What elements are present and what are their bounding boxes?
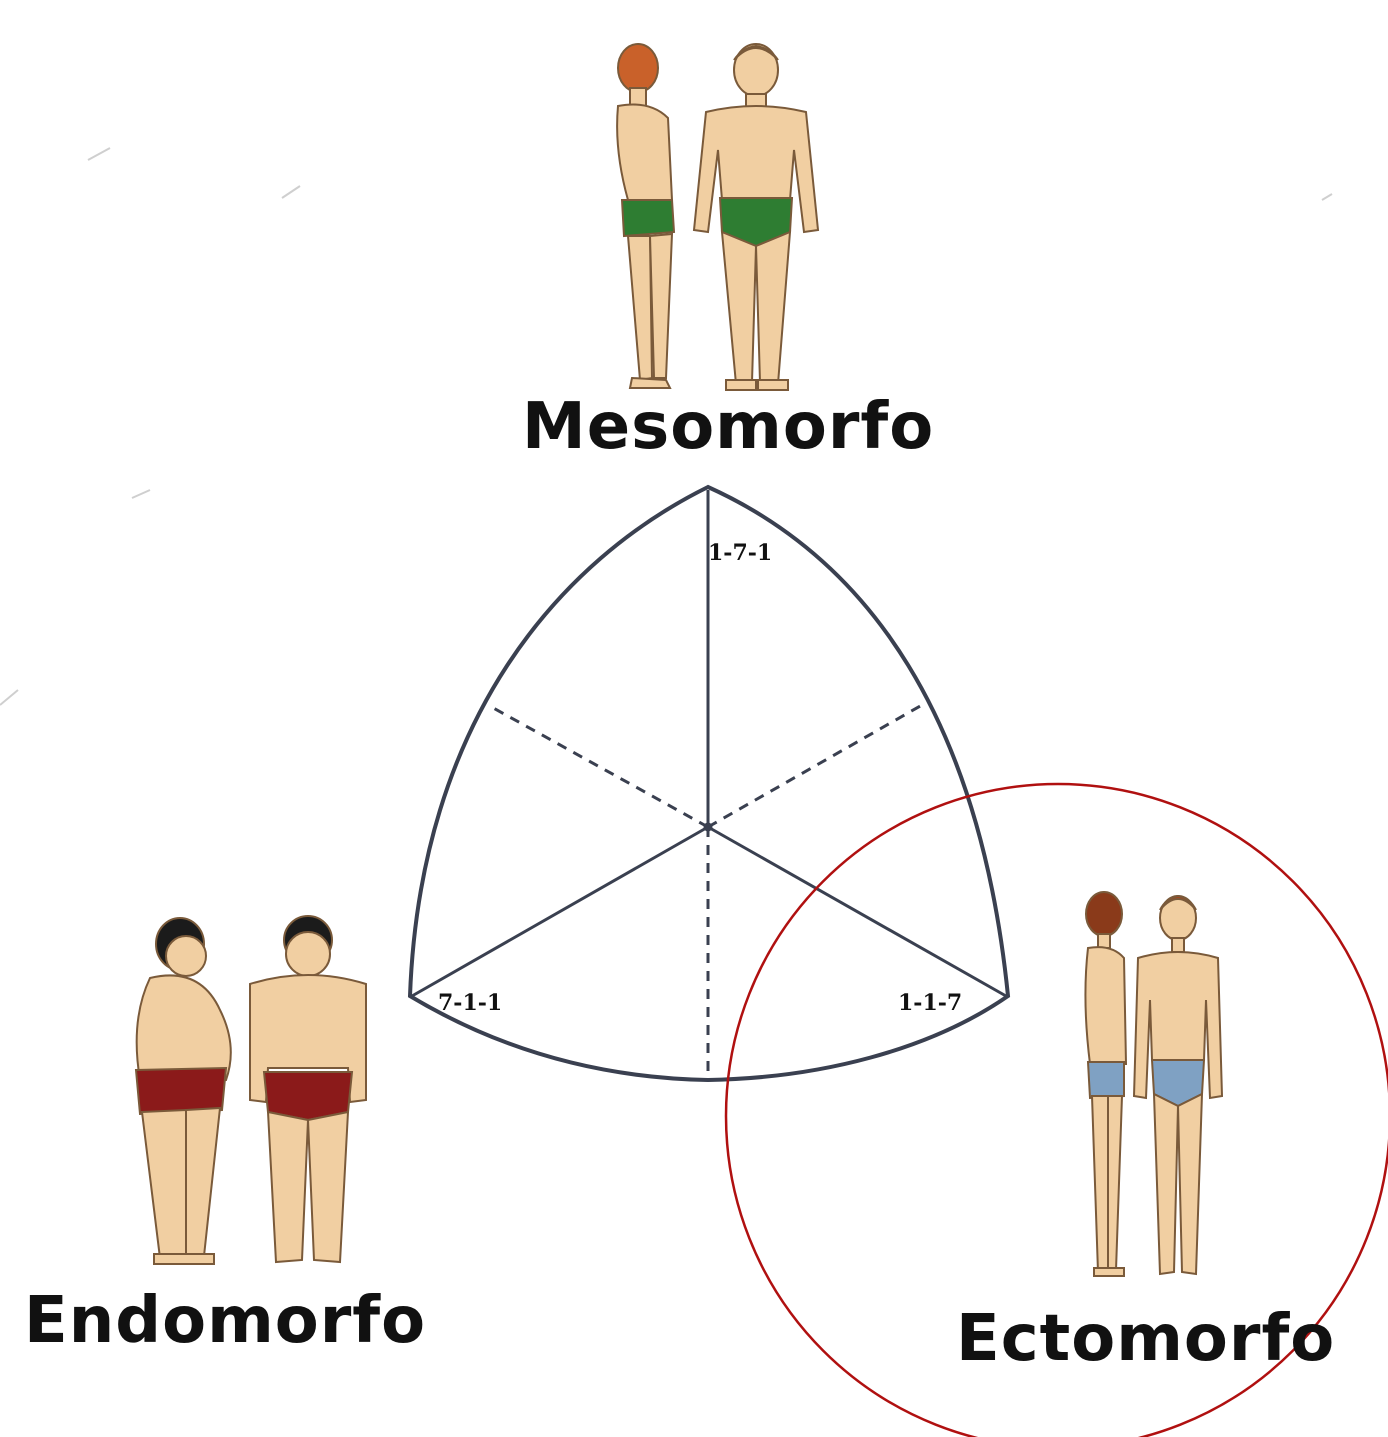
dashed-axis-left	[487, 703, 709, 829]
endomorph-figure-side-icon	[134, 917, 232, 1265]
rating-ectomorph: 1-1-7	[898, 990, 962, 1016]
highlight-circle	[724, 782, 1388, 1437]
rating-mesomorph: 1-7-1	[708, 540, 772, 566]
axis-ectomorph	[707, 825, 1007, 998]
background-specks	[0, 147, 1333, 706]
somatochart	[407, 484, 1011, 1083]
endomorph-figure-front-icon	[249, 915, 367, 1264]
label-ectomorph: Ectomorfo	[956, 1302, 1336, 1376]
mesomorph-figure-side-icon	[616, 43, 676, 389]
ectomorph-figure-side-icon	[1084, 891, 1128, 1277]
ectomorph-figure-front-icon	[1132, 894, 1224, 1276]
rating-endomorph: 7-1-1	[438, 990, 502, 1016]
label-mesomorph: Mesomorfo	[522, 390, 935, 464]
mesomorph-figure-front-icon	[692, 43, 820, 391]
dashed-axis-right	[707, 703, 923, 829]
chart-center	[703, 822, 713, 832]
axis-endomorph	[411, 825, 709, 998]
label-endomorph: Endomorfo	[24, 1284, 427, 1358]
